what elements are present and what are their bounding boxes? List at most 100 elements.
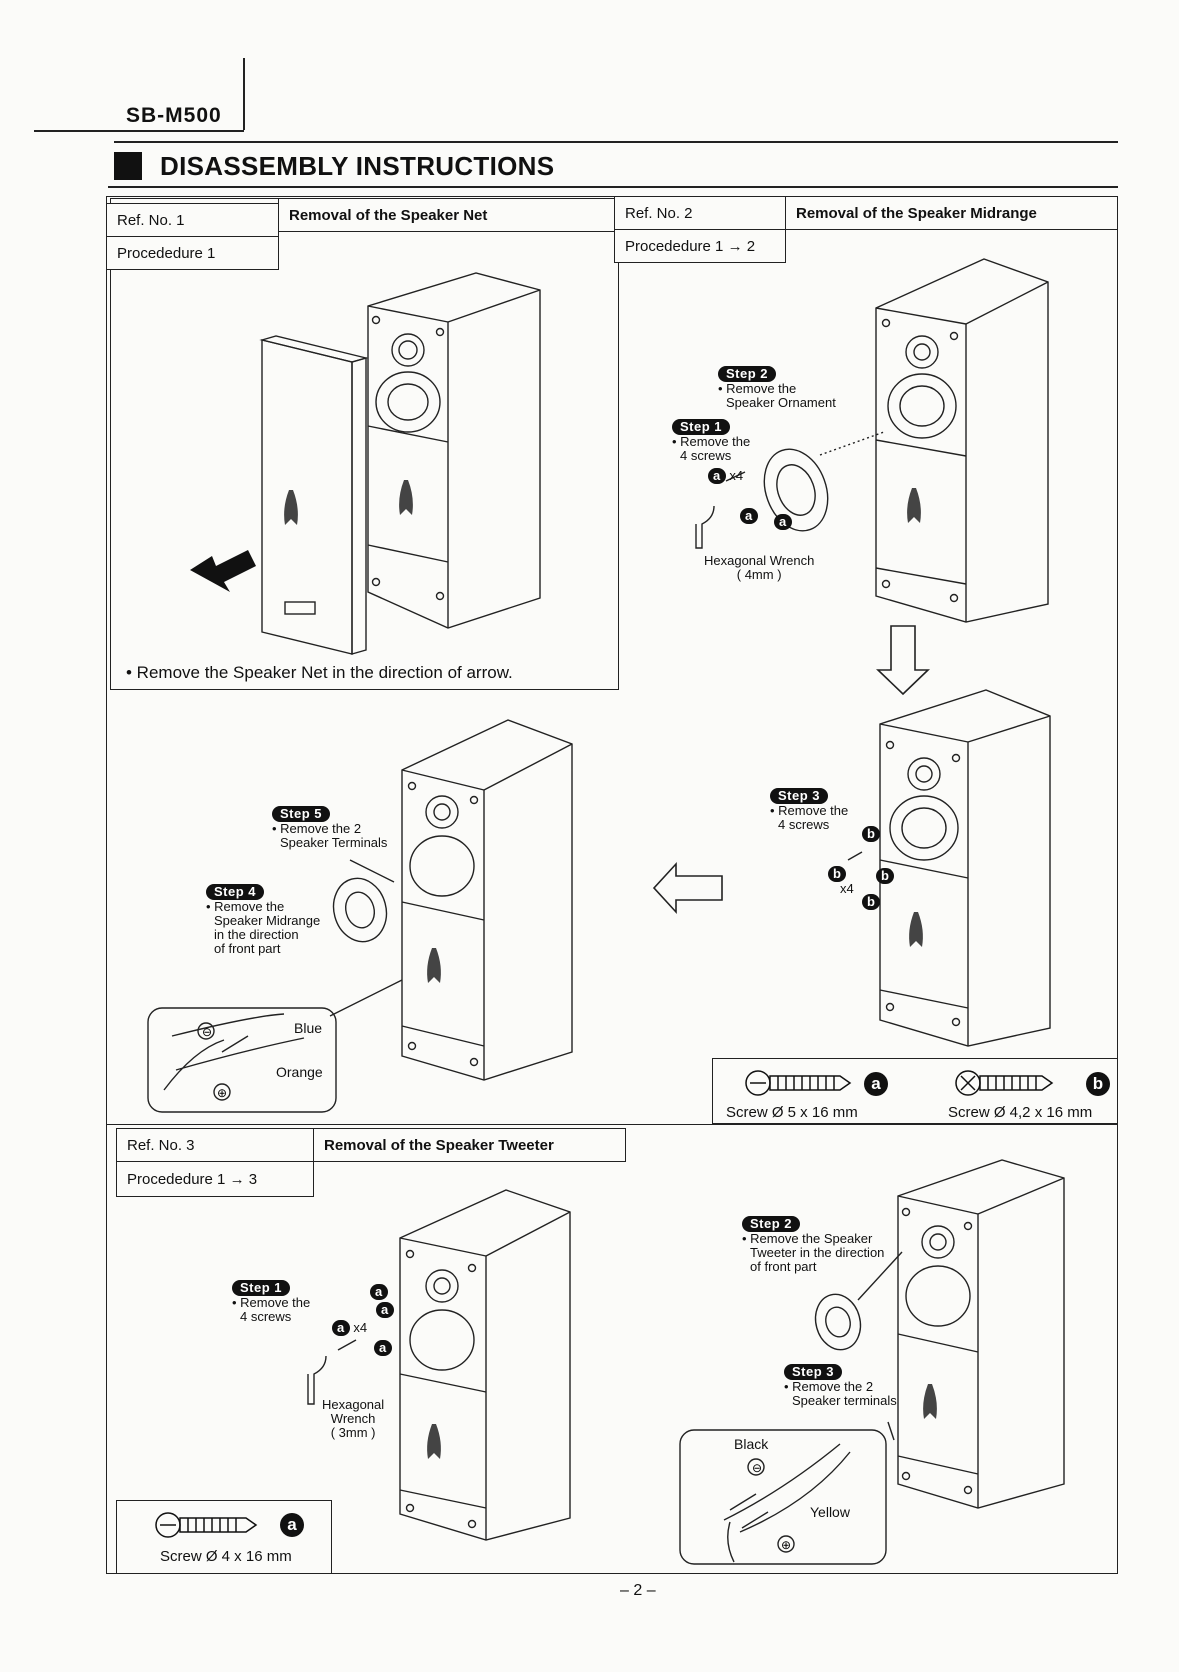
note-line: • Remove the bbox=[232, 1295, 311, 1310]
screw-a-mark: a bbox=[370, 1284, 388, 1300]
header-underline bbox=[34, 130, 244, 132]
title-marker-icon bbox=[114, 152, 142, 180]
screw-b-mark: b bbox=[876, 868, 895, 884]
wire-yellow-label: Yellow bbox=[810, 1504, 850, 1520]
ref2-mark-a1: a bbox=[740, 508, 758, 524]
note-line: of front part bbox=[750, 1259, 817, 1274]
step-badge: Step 3 bbox=[770, 788, 829, 804]
note-line: of front part bbox=[214, 941, 281, 956]
speaker-net-panel bbox=[259, 335, 369, 655]
minus-icon: ⊖ bbox=[202, 1025, 212, 1039]
wrench-label-line: ( 4mm ) bbox=[736, 567, 782, 582]
header-top-rule bbox=[114, 141, 1118, 143]
note-line: 4 screws bbox=[240, 1309, 292, 1324]
step-badge: Step 2 bbox=[742, 1216, 801, 1232]
ref2-mark-b4: b bbox=[862, 894, 881, 910]
ref1-caption: • Remove the Speaker Net in the directio… bbox=[126, 663, 513, 682]
cabinet-logo-icon bbox=[427, 1424, 441, 1459]
screw-b-mark: b bbox=[1086, 1072, 1110, 1096]
screw-b-spec: Screw Ø 4,2 x 16 mm bbox=[948, 1104, 1093, 1121]
step-badge: Step 1 bbox=[232, 1280, 291, 1296]
note-line: Speaker terminals bbox=[792, 1393, 897, 1408]
header-vertical-rule bbox=[243, 58, 245, 130]
step-badge: Step 4 bbox=[206, 884, 265, 900]
ref2-procedure: Procededure 1 → 2 bbox=[614, 229, 786, 263]
direction-arrow-icon bbox=[190, 550, 256, 592]
screw-a-mark: a bbox=[332, 1320, 350, 1336]
step-badge: Step 1 bbox=[672, 419, 731, 435]
step-badge: Step 2 bbox=[718, 366, 777, 382]
instructions-frame bbox=[106, 196, 1118, 1574]
note-line: • Remove the 2 bbox=[272, 821, 362, 836]
ref2-step1-note: Step 1 • Remove the 4 screws bbox=[672, 419, 750, 463]
screw-quantity: x4 bbox=[840, 881, 854, 896]
screw-quantity: x4 bbox=[729, 468, 744, 483]
ref2-screw-legend bbox=[712, 1058, 1118, 1124]
left-arrow-icon bbox=[652, 861, 723, 915]
note-line: Speaker Ornament bbox=[726, 395, 836, 410]
cabinet-logo-icon bbox=[399, 480, 413, 515]
title-underline bbox=[108, 186, 1118, 188]
ref2-heading: Removal of the Speaker Midrange bbox=[785, 196, 1118, 230]
ref3-screw-legend bbox=[116, 1500, 332, 1574]
cabinet-logo-icon bbox=[923, 1384, 937, 1419]
ref2-mark-b3: b bbox=[876, 868, 895, 884]
ref3-step3-note: Step 3 • Remove the 2 Speaker terminals bbox=[784, 1364, 897, 1408]
ref1-procedure: Procededure 1 bbox=[106, 236, 279, 270]
ref3-screw-spec: Screw Ø 4 x 16 mm bbox=[160, 1548, 292, 1565]
cabinet-logo-icon bbox=[427, 948, 441, 983]
ref3-mark-a3: a bbox=[374, 1340, 392, 1356]
screw-b-mark: b bbox=[862, 826, 881, 842]
ref1-ref-no: Ref. No. 1 bbox=[106, 203, 279, 237]
ref2-step4-note: Step 4 • Remove the Speaker Midrange in … bbox=[206, 884, 320, 956]
wrench-label-line: Wrench bbox=[330, 1411, 376, 1426]
screw-a-mark: a bbox=[708, 468, 726, 484]
model-number: SB-M500 bbox=[126, 104, 222, 127]
net-logo-icon bbox=[284, 490, 298, 525]
note-line: • Remove the Speaker bbox=[742, 1231, 873, 1246]
note-line: • Remove the bbox=[770, 803, 849, 818]
ref2-wrench-label: Hexagonal Wrench ( 4mm ) bbox=[704, 554, 814, 582]
note-line: • Remove the 2 bbox=[784, 1379, 874, 1394]
ref3-wrench-label: Hexagonal Wrench ( 3mm ) bbox=[322, 1398, 384, 1440]
ref1-heading: Removal of the Speaker Net bbox=[278, 198, 619, 232]
ref3-step1-note: Step 1 • Remove the 4 screws bbox=[232, 1280, 310, 1324]
screw-a-mark: a bbox=[374, 1340, 392, 1356]
screw-a-mark: a bbox=[280, 1513, 304, 1537]
screw-a-mark: a bbox=[740, 508, 758, 524]
wire-blue-label: Blue bbox=[294, 1020, 323, 1036]
ref2-step3-note: Step 3 • Remove the 4 screws bbox=[770, 788, 848, 832]
screw-quantity: x4 bbox=[353, 1320, 368, 1335]
note-line: 4 screws bbox=[778, 817, 830, 832]
ref2-screw-count: a x4 bbox=[708, 468, 743, 484]
ref2-step5-note: Step 5 • Remove the 2 Speaker Terminals bbox=[272, 806, 387, 850]
down-arrow-icon bbox=[876, 625, 930, 696]
note-line: 4 screws bbox=[680, 448, 732, 463]
note-line: Speaker Midrange bbox=[214, 913, 321, 928]
note-line: • Remove the bbox=[718, 381, 797, 396]
wire-orange-label: Orange bbox=[276, 1064, 323, 1080]
wrench-label-line: ( 3mm ) bbox=[330, 1425, 376, 1440]
screw-b-mark: b bbox=[828, 866, 847, 882]
screw-b-mark: b bbox=[862, 894, 881, 910]
ref3-ref-no: Ref. No. 3 bbox=[116, 1128, 314, 1162]
plus-icon: ⊕ bbox=[217, 1086, 227, 1100]
screw-a-mark: a bbox=[774, 514, 792, 530]
wrench-label-line: Hexagonal Wrench bbox=[704, 553, 815, 568]
ref2-mark-b1: b bbox=[862, 826, 881, 842]
wire-black-label: Black bbox=[734, 1436, 769, 1452]
wrench-label-line: Hexagonal bbox=[322, 1397, 385, 1412]
speaker-cabinet bbox=[367, 272, 541, 629]
step-badge: Step 5 bbox=[272, 806, 331, 822]
cabinet-logo-icon bbox=[907, 488, 921, 523]
page-title: DISASSEMBLY INSTRUCTIONS bbox=[160, 151, 555, 181]
screw-a-mark: a bbox=[376, 1302, 394, 1318]
